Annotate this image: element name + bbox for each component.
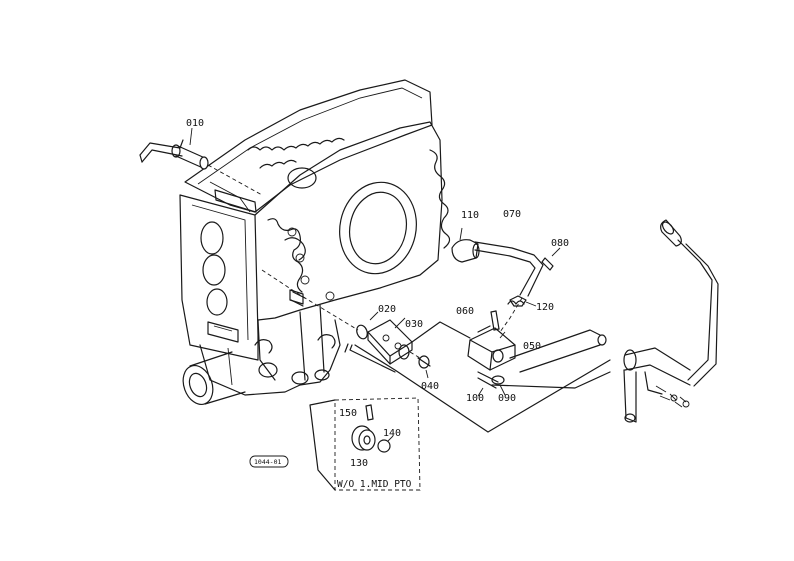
transmission-housing — [179, 79, 451, 405]
stamp-text: 1044-01 — [254, 458, 281, 466]
label-010: 010 — [186, 118, 204, 129]
label-030: 030 — [405, 319, 423, 330]
part-labels: 010 020 030 040 050 060 070 080 090 100 … — [186, 118, 569, 469]
label-040: 040 — [421, 381, 439, 392]
label-020: 020 — [378, 304, 396, 315]
housing-shaft-stub — [290, 291, 306, 307]
part-040-bolt — [409, 351, 431, 379]
part-130-coupler — [351, 425, 376, 451]
label-140: 140 — [383, 428, 401, 439]
part-050-lever-bracket — [467, 325, 516, 371]
part-070-rod — [474, 241, 544, 333]
label-130: 130 — [350, 458, 368, 469]
part-010-crank-handle — [139, 127, 263, 196]
alignment-line-shaft — [261, 269, 359, 331]
label-080: 080 — [551, 238, 569, 249]
inset-caption: W/O 1.MID PTO — [337, 479, 412, 490]
part-140-bolt — [377, 435, 394, 453]
linkage-rods — [344, 321, 611, 433]
diagram-stamp: 1044-01 — [249, 455, 289, 468]
part-120-spring-clip — [507, 295, 537, 307]
label-070: 070 — [503, 209, 521, 220]
inset-box — [309, 397, 421, 491]
label-100: 100 — [466, 393, 484, 404]
part-150-pin — [365, 404, 374, 421]
label-110: 110 — [461, 210, 479, 221]
label-150: 150 — [339, 408, 357, 419]
part-090-washer — [491, 375, 506, 396]
label-120: 120 — [536, 302, 554, 313]
part-020-o-ring — [356, 311, 379, 340]
part-100-cotter-pin — [477, 371, 499, 397]
label-090: 090 — [498, 393, 516, 404]
label-060: 060 — [456, 306, 474, 317]
part-110-knob — [451, 227, 480, 263]
part-060-pin — [490, 310, 500, 331]
label-050: 050 — [523, 341, 541, 352]
right-side-lever — [623, 219, 719, 423]
part-080-clip — [541, 247, 561, 271]
